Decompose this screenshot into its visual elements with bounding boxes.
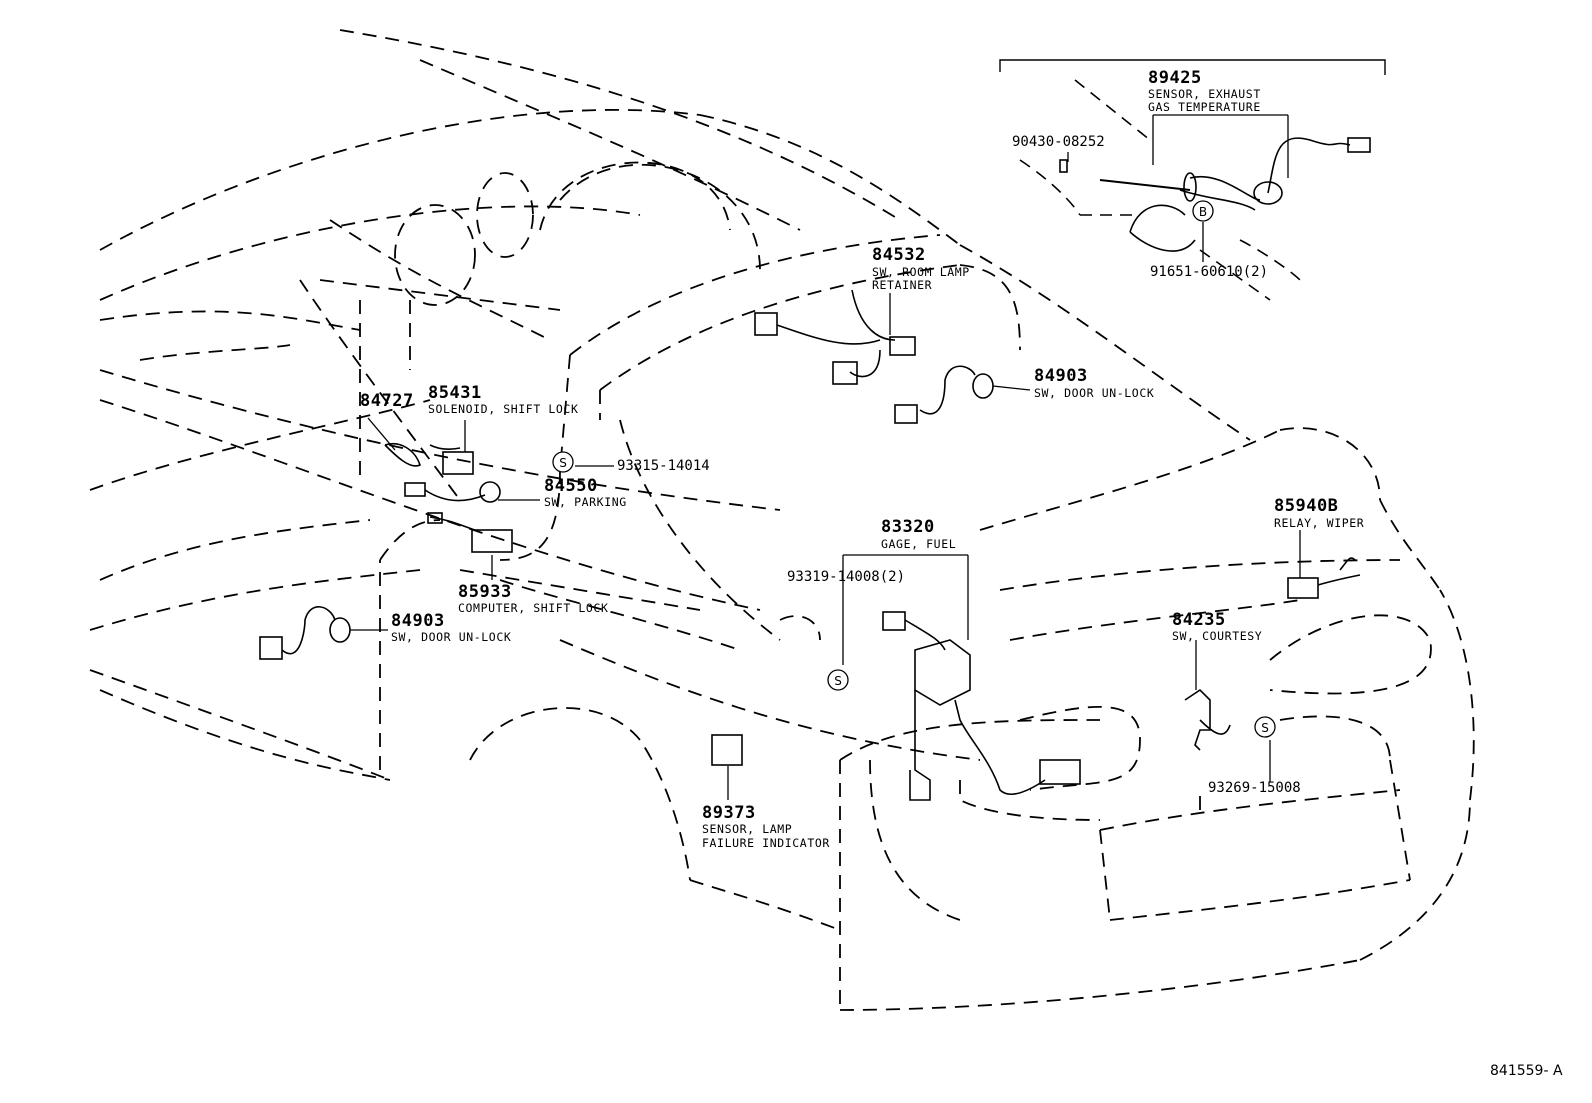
part-number-90430[interactable]: 90430-08252 (1012, 134, 1105, 150)
part-number-85933[interactable]: 85933 (458, 582, 512, 602)
part-number-85431[interactable]: 85431 (428, 383, 482, 403)
part-number-84532[interactable]: 84532 (872, 245, 926, 265)
part-desc-84903-left: SW, DOOR UN-LOCK (391, 630, 512, 644)
exhaust-pipe-outline (1019, 79, 1301, 301)
bolt-marker-letter: B (1199, 205, 1207, 219)
part-desc-84903-right: SW, DOOR UN-LOCK (1034, 386, 1155, 400)
exhaust-sensor-group-frame (999, 59, 1386, 75)
screw-marker-letter: S (834, 674, 842, 688)
part-number-93315[interactable]: 93315-14014 (617, 458, 710, 474)
part-number-83320[interactable]: 83320 (881, 517, 935, 537)
part-desc-89425: SENSOR, EXHAUST (1148, 87, 1261, 101)
part-sketches (259, 137, 1371, 801)
part-desc-84235: SW, COURTESY (1172, 629, 1263, 643)
screw-marker-93269: S (1254, 716, 1276, 738)
part-desc-89373: SENSOR, LAMP (702, 822, 793, 836)
vehicle-outline (89, 29, 1475, 1011)
part-number-84550[interactable]: 84550 (544, 476, 598, 496)
part-desc2-84532: RETAINER (872, 278, 933, 292)
diagram-reference: 841559- A (1490, 1063, 1563, 1079)
part-desc-84532: SW, ROOM LAMP (872, 265, 970, 279)
screw-marker-letter: S (559, 456, 567, 470)
part-number-84727[interactable]: 84727 (360, 391, 414, 411)
bolt-marker-91651: B (1192, 200, 1214, 222)
part-number-85940B[interactable]: 85940B (1274, 496, 1339, 516)
leader-lines (350, 114, 1301, 800)
part-desc2-89373: FAILURE INDICATOR (702, 836, 830, 850)
screw-marker-93319: S (827, 669, 849, 691)
part-number-93269[interactable]: 93269-15008 (1208, 780, 1301, 796)
part-number-91651[interactable]: 91651-60610(2) (1150, 264, 1269, 280)
part-desc-83320: GAGE, FUEL (881, 537, 957, 551)
part-desc-84550: SW, PARKING (544, 495, 627, 509)
screw-marker-93315: S (552, 451, 574, 473)
part-number-89425[interactable]: 89425 (1148, 68, 1202, 88)
part-desc-85431: SOLENOID, SHIFT LOCK (428, 402, 579, 416)
screw-marker-letter: S (1261, 721, 1269, 735)
part-number-84235[interactable]: 84235 (1172, 610, 1226, 630)
part-number-84903-left[interactable]: 84903 (391, 611, 445, 631)
part-desc-85940B: RELAY, WIPER (1274, 516, 1365, 530)
part-number-93319[interactable]: 93319-14008(2) (787, 569, 906, 585)
part-number-84903-right[interactable]: 84903 (1034, 366, 1088, 386)
part-desc-85933: COMPUTER, SHIFT LOCK (458, 601, 609, 615)
part-desc2-89425: GAS TEMPERATURE (1148, 100, 1261, 114)
markers: S S S B (552, 200, 1276, 738)
part-number-89373[interactable]: 89373 (702, 803, 756, 823)
